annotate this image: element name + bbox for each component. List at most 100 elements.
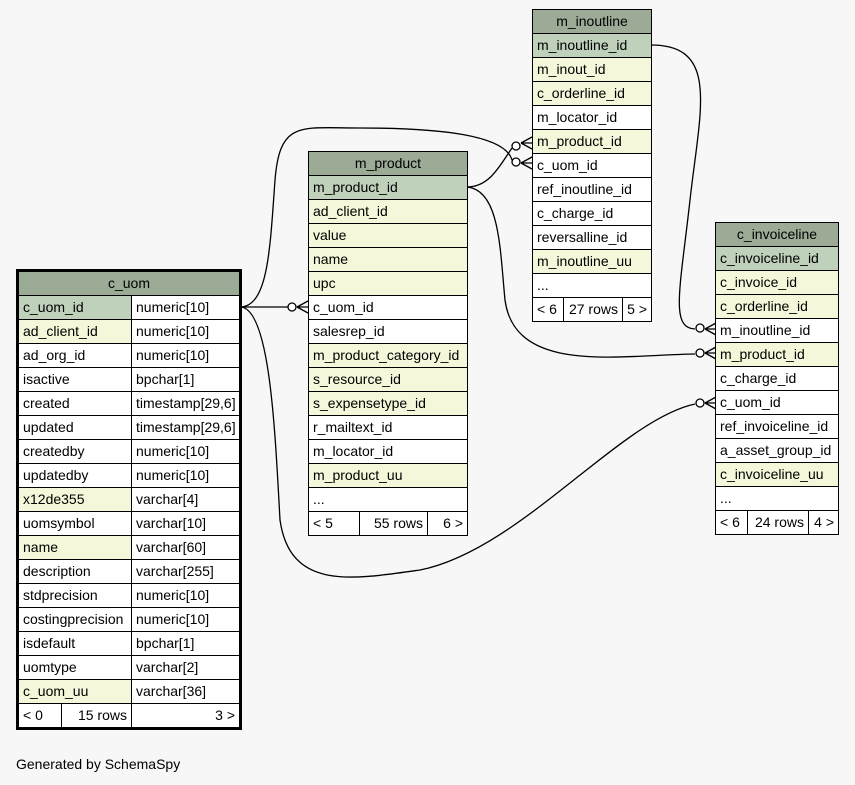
table-row[interactable]: m_locator_id <box>309 440 467 464</box>
table-row[interactable]: c_orderline_id <box>533 82 651 106</box>
row-count: 27 rows <box>563 298 622 321</box>
table-row[interactable]: c_charge_id <box>533 202 651 226</box>
column-name: reversalline_id <box>537 229 628 245</box>
column-name: m_product_uu <box>309 464 467 487</box>
parents-link[interactable]: < 6 <box>720 514 740 530</box>
table-row[interactable]: m_inoutline_id <box>533 34 651 58</box>
table-title: m_inoutline <box>533 10 651 34</box>
table-row[interactable]: c_orderline_id <box>716 295 838 319</box>
column-name: ... <box>537 277 549 293</box>
table-row[interactable]: c_invoiceline_uu <box>716 463 838 487</box>
column-name: c_uom_id <box>720 394 781 410</box>
table-row[interactable]: m_product_id <box>533 130 651 154</box>
column-name: m_inoutline_id <box>533 34 651 57</box>
edge-product-invoiceline <box>466 186 696 358</box>
table-row[interactable]: s_expensetype_id <box>309 392 467 416</box>
table-row[interactable]: m_inout_id <box>533 58 651 82</box>
table-row[interactable]: a_asset_group_id <box>716 439 838 463</box>
row-count: 55 rows <box>359 512 427 535</box>
table-row[interactable]: createdby numeric[10] <box>19 440 239 464</box>
table-row[interactable]: r_mailtext_id <box>309 416 467 440</box>
parents-link[interactable]: < 0 <box>23 707 43 723</box>
column-name: ... <box>313 491 325 507</box>
column-type: numeric[10] <box>131 344 239 367</box>
table-row[interactable]: upc <box>309 272 467 296</box>
table-row[interactable]: s_resource_id <box>309 368 467 392</box>
caption-generated-by: Generated by SchemaSpy <box>16 756 181 772</box>
parents-link[interactable]: < 5 <box>313 515 333 531</box>
table-row[interactable]: m_locator_id <box>533 106 651 130</box>
column-name: description <box>23 563 91 579</box>
column-name: ad_client_id <box>19 320 131 343</box>
column-name: c_uom_id <box>313 299 374 315</box>
column-type: varchar[10] <box>131 512 239 535</box>
edge-uom-invoiceline <box>240 306 696 578</box>
column-name: value <box>309 224 467 247</box>
table-row[interactable]: ... <box>309 488 467 512</box>
table-row[interactable]: m_product_category_id <box>309 344 467 368</box>
table-row[interactable]: c_charge_id <box>716 367 838 391</box>
children-link[interactable]: 6 > <box>427 512 467 535</box>
children-link[interactable]: 4 > <box>808 511 838 534</box>
table-row[interactable]: m_inoutline_id <box>716 319 838 343</box>
table-row[interactable]: reversalline_id <box>533 226 651 250</box>
column-name: c_orderline_id <box>716 295 838 318</box>
column-name: createdby <box>23 443 85 459</box>
column-type: bpchar[1] <box>131 368 239 391</box>
table-row[interactable]: m_product_uu <box>309 464 467 488</box>
table-row[interactable]: c_invoice_id <box>716 271 838 295</box>
children-link[interactable]: 5 > <box>622 298 651 321</box>
table-row[interactable]: ... <box>716 487 838 511</box>
table-row[interactable]: ad_client_id <box>309 200 467 224</box>
column-name: r_mailtext_id <box>313 419 393 435</box>
column-type: timestamp[29,6] <box>131 392 239 415</box>
table-row[interactable]: ref_inoutline_id <box>533 178 651 202</box>
table-row[interactable]: salesrep_id <box>309 320 467 344</box>
column-name: ... <box>720 490 732 506</box>
table-row[interactable]: c_invoiceline_id <box>716 247 838 271</box>
table-row[interactable]: c_uom_id <box>309 296 467 320</box>
column-name: salesrep_id <box>313 323 385 339</box>
table-row[interactable]: ref_invoiceline_id <box>716 415 838 439</box>
column-name: isdefault <box>23 635 76 651</box>
column-name: m_inoutline_id <box>720 322 811 338</box>
column-name: c_invoiceline_id <box>716 247 838 270</box>
table-row[interactable]: m_inoutline_uu <box>533 250 651 274</box>
table-row[interactable]: m_product_id <box>309 176 467 200</box>
column-type: numeric[10] <box>131 440 239 463</box>
column-name: c_charge_id <box>720 370 797 386</box>
children-link[interactable]: 3 > <box>131 704 239 727</box>
parents-link[interactable]: < 6 <box>537 301 557 317</box>
table-row[interactable]: name <box>309 248 467 272</box>
table-row[interactable]: c_uom_id <box>533 154 651 178</box>
row-count: 24 rows <box>747 511 808 534</box>
table-row[interactable]: value <box>309 224 467 248</box>
table-row[interactable]: m_product_id <box>716 343 838 367</box>
table-row[interactable]: ... <box>533 274 651 298</box>
table-title: c_invoiceline <box>716 223 838 247</box>
column-name: a_asset_group_id <box>720 442 832 458</box>
table-row[interactable]: c_uom_id <box>716 391 838 415</box>
column-name: c_uom_id <box>19 296 131 319</box>
